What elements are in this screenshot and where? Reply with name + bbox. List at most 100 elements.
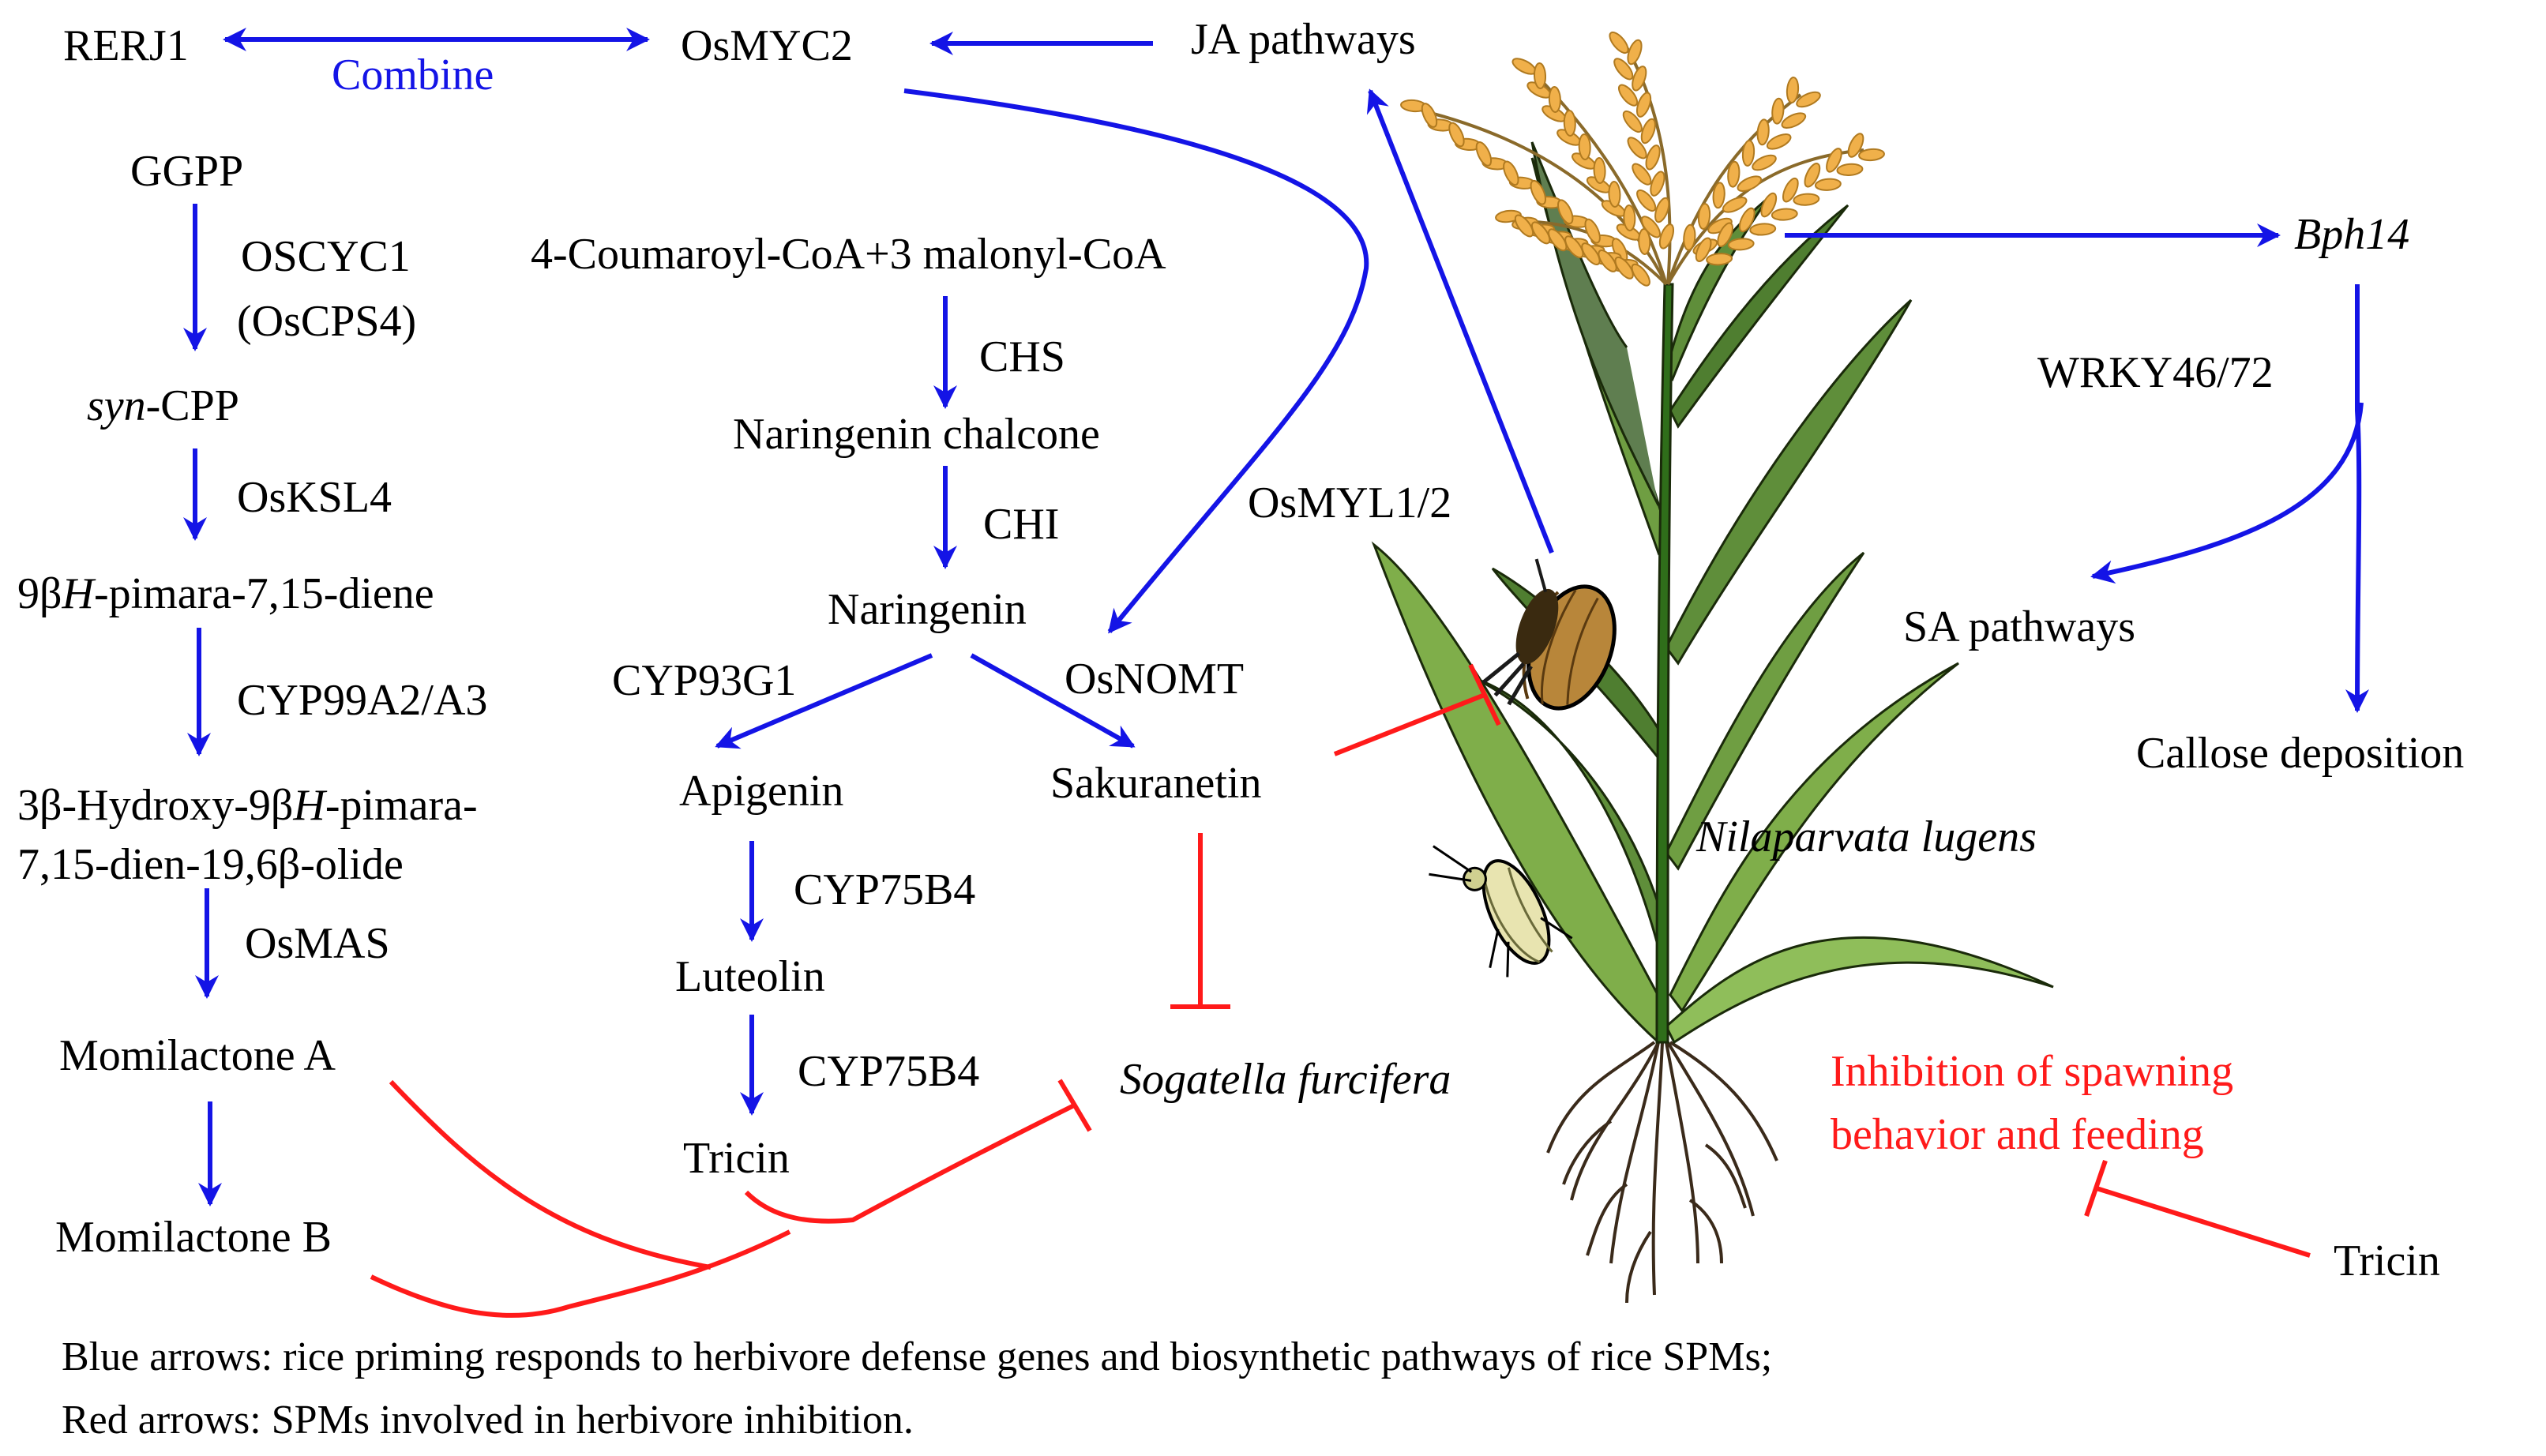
rice-grain xyxy=(1636,189,1657,212)
rice-grain xyxy=(1627,137,1647,159)
label-cyp75b4-2: CYP75B4 xyxy=(798,1047,979,1096)
red-inhibition-lines xyxy=(370,663,2311,1318)
rice-grain xyxy=(1530,221,1551,245)
label-nilaparvata: Nilaparvata lugens xyxy=(1695,812,2037,861)
label-ja-pathways: JA pathways xyxy=(1191,15,1416,64)
rice-grain xyxy=(1632,66,1647,92)
rice-grain xyxy=(1826,148,1842,173)
label-oskls4: OsKSL4 xyxy=(237,473,392,522)
inhibit-sakuranetin-nilaparvata xyxy=(1333,692,1486,756)
rice-grain xyxy=(1640,118,1656,144)
rice-grain xyxy=(1533,62,1547,89)
legend-line2: Red arrows: SPMs involved in herbivore i… xyxy=(62,1398,914,1443)
arrow-osmyc2-osnomt xyxy=(903,88,1369,634)
label-syn-cpp: syn-CPP xyxy=(87,381,239,430)
rice-grain xyxy=(1650,171,1665,197)
rice-grain xyxy=(1727,160,1741,188)
rice-grain xyxy=(1617,84,1639,107)
rice-grain xyxy=(1836,163,1864,176)
rice-grain xyxy=(1564,235,1584,259)
label-hydroxy: 3β-Hydroxy-9βH-pimara- xyxy=(17,781,478,830)
rice-grain xyxy=(1658,223,1675,250)
label-sa-pathways: SA pathways xyxy=(1903,602,2135,651)
label-rerj1: RERJ1 xyxy=(63,21,189,70)
label-inhibition-2: behavior and feeding xyxy=(1831,1110,2204,1159)
rice-grain xyxy=(1712,182,1725,209)
label-osmyc2: OsMYC2 xyxy=(681,21,853,70)
arrow-naringenin-sakuranetin xyxy=(970,653,1136,749)
rice-grain xyxy=(1548,86,1561,113)
rice-grain xyxy=(1814,178,1842,191)
rice-grain xyxy=(1548,228,1568,252)
label-bph14: Bph14 xyxy=(2294,210,2409,259)
rice-grain xyxy=(1632,163,1652,186)
label-oscyc1: OSCYC1 xyxy=(241,232,411,281)
rice-grain xyxy=(1623,205,1636,231)
rice-grain xyxy=(1448,122,1465,148)
sogatella-insect-icon xyxy=(1429,845,1573,978)
rice-grain xyxy=(1760,192,1778,218)
label-naringenin-chalcone: Naringenin chalcone xyxy=(733,410,1100,459)
rice-grain xyxy=(1727,238,1755,251)
rice-grain xyxy=(1793,193,1820,206)
rice-grain xyxy=(1609,31,1629,54)
rice-grain xyxy=(1503,160,1519,186)
rice-grains xyxy=(1400,31,1885,287)
rice-grain xyxy=(1627,39,1643,66)
label-cyp93g1: CYP93G1 xyxy=(612,656,796,705)
label-combine: Combine xyxy=(332,51,494,99)
rice-grain xyxy=(1771,97,1785,125)
rice-grain xyxy=(1557,199,1574,225)
arrow-naringenin-apigenin xyxy=(715,653,933,749)
rice-grain xyxy=(1697,203,1711,230)
rice-grain xyxy=(1530,179,1546,205)
rice-grain xyxy=(1766,133,1792,150)
label-osnomt: OsNOMT xyxy=(1065,655,1244,704)
rice-grain xyxy=(1722,197,1748,213)
label-apigenin: Apigenin xyxy=(679,767,843,816)
rice-grain xyxy=(1514,214,1534,238)
rice-grain xyxy=(1847,133,1864,158)
inhibit-momilactoneb xyxy=(370,1229,791,1318)
rice-grain xyxy=(1695,237,1712,262)
rice-plant-illustration xyxy=(1371,31,2054,1304)
inhibit-momilactonea xyxy=(389,1079,712,1270)
labels: RERJ1 Combine OsMYC2 JA pathways GGPP OS… xyxy=(17,15,2464,1443)
label-naringenin: Naringenin xyxy=(828,585,1027,634)
rice-grain xyxy=(1796,91,1821,108)
rice-grain xyxy=(1717,222,1734,248)
rice-grain xyxy=(1608,181,1621,208)
rice-grain xyxy=(1804,163,1821,188)
rice-grain xyxy=(1581,242,1601,265)
label-tricin-right: Tricin xyxy=(2334,1236,2440,1285)
label-chi: CHI xyxy=(983,500,1059,549)
label-wrky: WRKY46/72 xyxy=(2037,348,2274,397)
rice-grain xyxy=(1781,112,1807,129)
label-precursor: 4-Coumaroyl-CoA+3 malonyl-CoA xyxy=(531,230,1166,279)
rice-grain xyxy=(1738,207,1756,233)
rice-grain xyxy=(1858,148,1885,162)
rice-grain xyxy=(1752,154,1777,171)
label-pimaradiene: 9βH-pimara-7,15-diene xyxy=(17,569,434,618)
rice-grain xyxy=(1756,118,1770,146)
rice-grain xyxy=(1683,223,1696,251)
label-inhibition-1: Inhibition of spawning xyxy=(1831,1047,2233,1096)
label-momilactone-a: Momilactone A xyxy=(59,1031,336,1080)
rice-grain xyxy=(1654,197,1670,223)
rice-grain xyxy=(1598,250,1617,272)
label-tricin-left: Tricin xyxy=(683,1134,790,1183)
arrow-wrky-sa xyxy=(2090,402,2364,584)
rice-grain xyxy=(1593,157,1606,184)
rice-grain xyxy=(1638,228,1651,255)
label-oscps4: (OsCPS4) xyxy=(237,297,416,346)
rice-grain xyxy=(1782,177,1799,203)
arrow-wrky-callose xyxy=(2345,284,2370,713)
rice-grain xyxy=(1578,133,1591,160)
label-osmas: OsMAS xyxy=(245,919,390,968)
rice-stem xyxy=(1655,283,1674,1044)
rice-grain xyxy=(1706,253,1733,266)
rice-grain xyxy=(1737,175,1763,192)
label-callose: Callose deposition xyxy=(2136,729,2464,778)
